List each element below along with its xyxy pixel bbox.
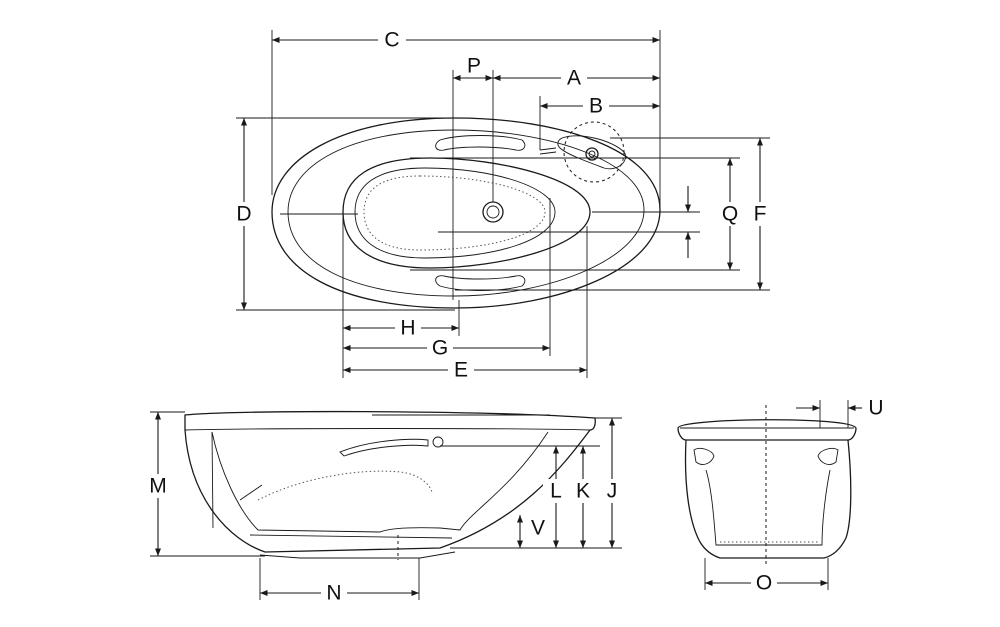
- side-elevation-view: M L K J V N: [145, 410, 625, 605]
- label-a: A: [567, 67, 581, 90]
- label-p: P: [467, 55, 481, 78]
- label-h: H: [400, 317, 415, 340]
- end-elevation-view: O U: [677, 397, 884, 595]
- label-b: B: [589, 95, 603, 118]
- label-o: O: [756, 572, 772, 595]
- label-v: V: [531, 517, 545, 540]
- label-k: K: [576, 480, 590, 503]
- label-j: J: [607, 480, 618, 503]
- plan-view: C A P B D Q F H G E: [231, 28, 773, 382]
- label-q: Q: [722, 203, 738, 226]
- label-l: L: [550, 480, 562, 503]
- label-d: D: [236, 203, 251, 226]
- label-u: U: [868, 397, 883, 420]
- label-g: G: [432, 337, 448, 360]
- label-f: F: [754, 203, 767, 226]
- label-c: C: [384, 29, 399, 52]
- label-m: M: [149, 475, 167, 498]
- label-e: E: [454, 359, 468, 382]
- label-n: N: [326, 582, 341, 605]
